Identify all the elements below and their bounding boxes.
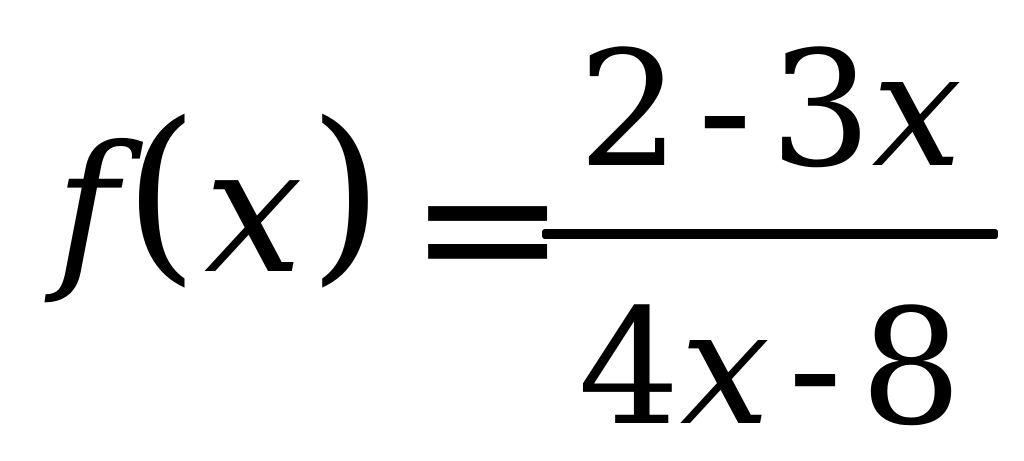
- fraction: 2 - 3 x 4 x - 8: [540, 30, 1000, 448]
- numerator-coefficient: 3: [769, 16, 872, 203]
- function-argument: x: [204, 109, 303, 313]
- denominator-variable: x: [679, 274, 771, 461]
- numerator-variable: x: [871, 16, 962, 203]
- function-notation: f ( x ): [55, 88, 383, 318]
- denominator-coefficient: 4: [578, 274, 680, 461]
- denominator-minus-sign: -: [788, 274, 843, 461]
- numerator: 2 - 3 x: [540, 30, 1000, 190]
- numerator-minus-sign: -: [697, 16, 752, 203]
- open-parenthesis: (: [123, 82, 199, 303]
- numerator-constant: 2: [578, 16, 680, 203]
- fraction-bar: [542, 229, 998, 239]
- denominator: 4 x - 8: [540, 288, 1000, 448]
- denominator-constant: 8: [860, 274, 962, 461]
- close-parenthesis: ): [308, 82, 383, 303]
- equals-sign: =: [408, 116, 568, 337]
- function-name: f: [55, 110, 118, 308]
